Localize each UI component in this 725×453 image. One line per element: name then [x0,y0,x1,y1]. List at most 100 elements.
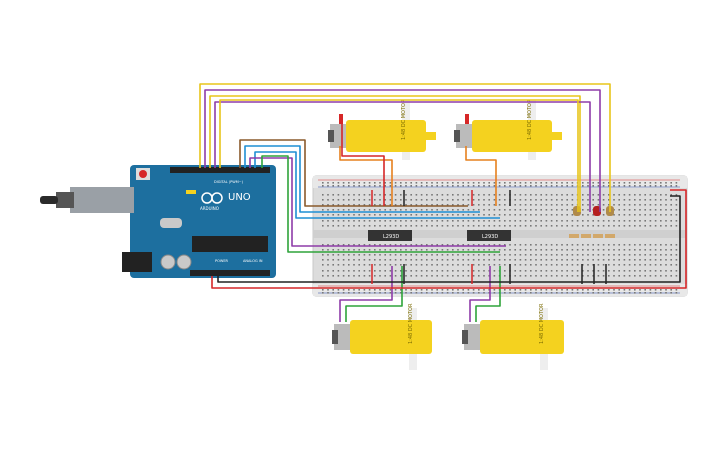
breadboard-hole [602,244,605,246]
breadboard-hole [524,214,527,216]
breadboard-hole [535,254,537,256]
breadboard-hole [478,194,480,196]
breadboard-hole [379,220,381,222]
breadboard-hole [374,185,376,187]
breadboard-hole [483,220,485,222]
breadboard-hole [337,214,340,216]
breadboard-hole [400,225,402,227]
breadboard-hole [322,194,324,196]
breadboard-hole [535,292,537,294]
breadboard-hole [472,275,475,277]
breadboard-hole [498,225,501,227]
breadboard-hole [353,199,355,201]
breadboard-hole [327,292,329,294]
breadboard-hole [540,259,542,261]
breadboard-hole [639,220,641,222]
breadboard-hole [405,209,407,211]
breadboard-hole [524,244,527,246]
breadboard-hole [446,199,449,201]
breadboard-hole [670,264,672,266]
breadboard-hole [446,209,449,211]
breadboard-hole [363,214,366,216]
breadboard-hole [644,204,646,206]
breadboard-hole [566,185,568,187]
breadboard-hole [504,225,506,227]
breadboard-hole [405,220,407,222]
breadboard-hole [602,194,605,196]
breadboard-hole [348,209,350,211]
breadboard-hole [400,182,402,184]
breadboard-hole [670,275,672,277]
breadboard-hole [498,254,501,256]
breadboard-hole [472,264,475,266]
breadboard-hole [644,220,646,222]
breadboard-hole [368,275,371,277]
breadboard-hole [452,270,454,272]
breadboard-hole [446,254,449,256]
breadboard-hole [415,264,418,266]
analog-label: ANALOG IN [243,259,263,263]
breadboard-hole [332,204,334,206]
breadboard-hole [478,270,480,272]
breadboard-hole [337,220,340,222]
breadboard-hole [384,292,386,294]
breadboard-hole [576,225,579,227]
breadboard-hole [374,270,376,272]
breadboard-hole [587,199,589,201]
breadboard-hole [426,275,428,277]
breadboard-hole [379,254,381,256]
breadboard-hole [550,270,553,272]
breadboard-hole [509,254,511,256]
breadboard-hole [384,194,386,196]
breadboard-hole [420,289,423,291]
breadboard-hole [368,194,371,196]
breadboard-hole [556,185,558,187]
breadboard-hole [426,204,428,206]
breadboard-hole [623,254,626,256]
breadboard-hole [602,289,605,291]
breadboard-hole [545,182,548,184]
breadboard-hole [540,220,542,222]
breadboard-hole [618,199,620,201]
breadboard-hole [457,254,459,256]
breadboard-hole [457,270,459,272]
breadboard-hole [353,292,355,294]
breadboard-hole [649,204,652,206]
breadboard-hole [519,275,522,277]
breadboard-hole [431,225,433,227]
breadboard-hole [639,209,641,211]
breadboard-hole [639,204,641,206]
breadboard-hole [665,214,667,216]
breadboard-hole [571,185,574,187]
breadboard-hole [379,204,381,206]
breadboard-hole [348,220,350,222]
arduino-model: UNO [228,192,251,203]
breadboard-hole [348,185,350,187]
breadboard-hole [514,209,516,211]
breadboard-hole [358,204,360,206]
breadboard-hole [332,244,334,246]
breadboard-hole [452,182,454,184]
breadboard-hole [368,270,371,272]
breadboard-hole [436,249,438,251]
breadboard-hole [504,185,506,187]
breadboard-hole [571,259,574,261]
breadboard-hole [353,182,355,184]
breadboard-hole [368,292,371,294]
breadboard-hole [540,244,542,246]
breadboard-hole [332,199,334,201]
breadboard-hole [394,194,397,196]
breadboard-hole [368,289,371,291]
breadboard-hole [389,292,392,294]
breadboard-hole [592,204,594,206]
breadboard-hole [660,244,662,246]
breadboard-hole [431,214,433,216]
breadboard-hole [535,275,537,277]
breadboard-hole [576,249,579,251]
breadboard-hole [530,185,532,187]
breadboard-hole [608,275,610,277]
breadboard-hole [597,275,600,277]
motor-top-left: 1:48 DC MOTOR [328,99,436,160]
arduino-brand: ARDUINO [200,206,219,211]
breadboard-hole [374,214,376,216]
